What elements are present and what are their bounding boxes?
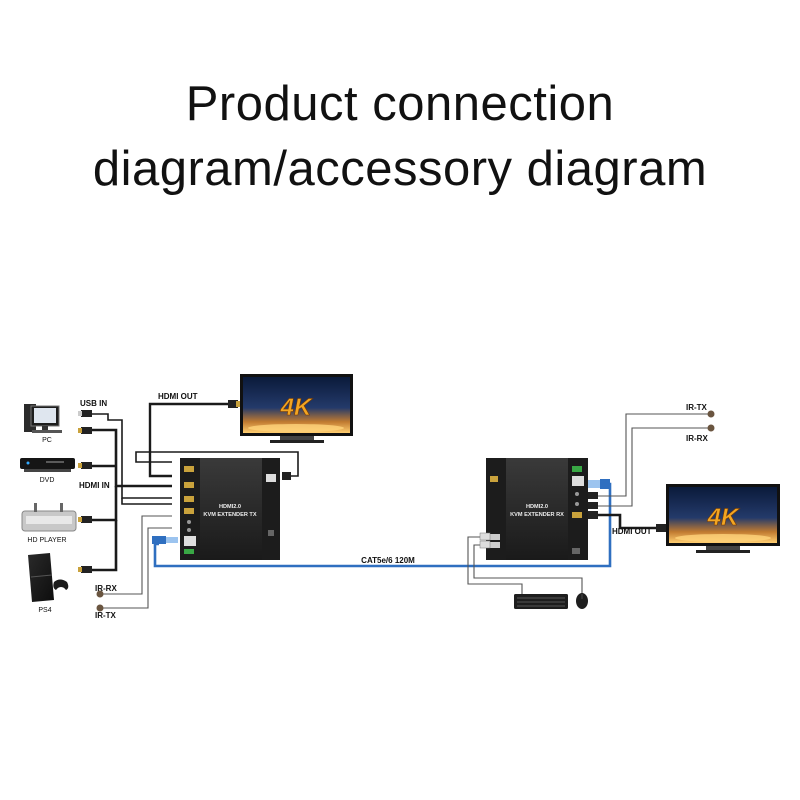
rx-model-line-1: HDMI2.0 [526, 504, 548, 510]
source-plugs [78, 410, 104, 612]
hd-player-icon [21, 503, 77, 532]
gamepad-icon [53, 579, 69, 590]
source-wiring [92, 413, 172, 609]
rx-model-line-2: KVM EXTENDER RX [510, 512, 564, 518]
ir-tx-plug-rx-side [707, 410, 715, 418]
tx-model-line-2: KVM EXTENDER TX [203, 512, 256, 518]
keyboard-icon [514, 594, 568, 609]
rx-output-wiring [467, 413, 708, 594]
rx-extender-unit [486, 458, 588, 560]
page-title-line-1: Product connection [185, 77, 615, 131]
pc-icon [24, 404, 62, 433]
tx-rj45-plug [152, 536, 178, 544]
hdmi-in-label: HDMI IN [79, 481, 110, 490]
tx-extender-unit [180, 458, 280, 560]
rx-monitor-4k-badge: 4K [707, 504, 740, 531]
ir-rx-label-tx-side: IR-RX [95, 584, 117, 593]
ps4-console-icon [28, 553, 54, 602]
usb-in-label: USB IN [80, 399, 107, 408]
ir-rx-plug-rx-side [707, 424, 715, 432]
hdmi-out-label-rx: HDMI OUT [612, 527, 652, 536]
rx-monitor [666, 484, 780, 553]
page-title-line-2: diagram/accessory diagram [92, 142, 708, 196]
ir-tx-label-rx-side: IR-TX [686, 403, 708, 412]
ir-rx-label-rx-side: IR-RX [686, 434, 708, 443]
source-label-hd-player: HD PLAYER [27, 537, 66, 544]
tx-model-line-1: HDMI2.0 [219, 504, 241, 510]
hdmi-out-label-tx: HDMI OUT [158, 392, 198, 401]
source-label-dvd: DVD [40, 477, 55, 484]
source-label-ps4: PS4 [38, 607, 51, 614]
cable-label: CAT5e/6 120M [361, 556, 415, 565]
tx-monitor [240, 374, 353, 443]
mouse-icon [576, 593, 588, 609]
source-label-pc: PC [42, 437, 52, 444]
dvd-player-icon [20, 458, 75, 472]
tx-monitor-4k-badge: 4K [280, 394, 313, 421]
ir-tx-label-tx-side: IR-TX [95, 611, 117, 620]
tx-hdmi-out-wiring [135, 400, 299, 480]
